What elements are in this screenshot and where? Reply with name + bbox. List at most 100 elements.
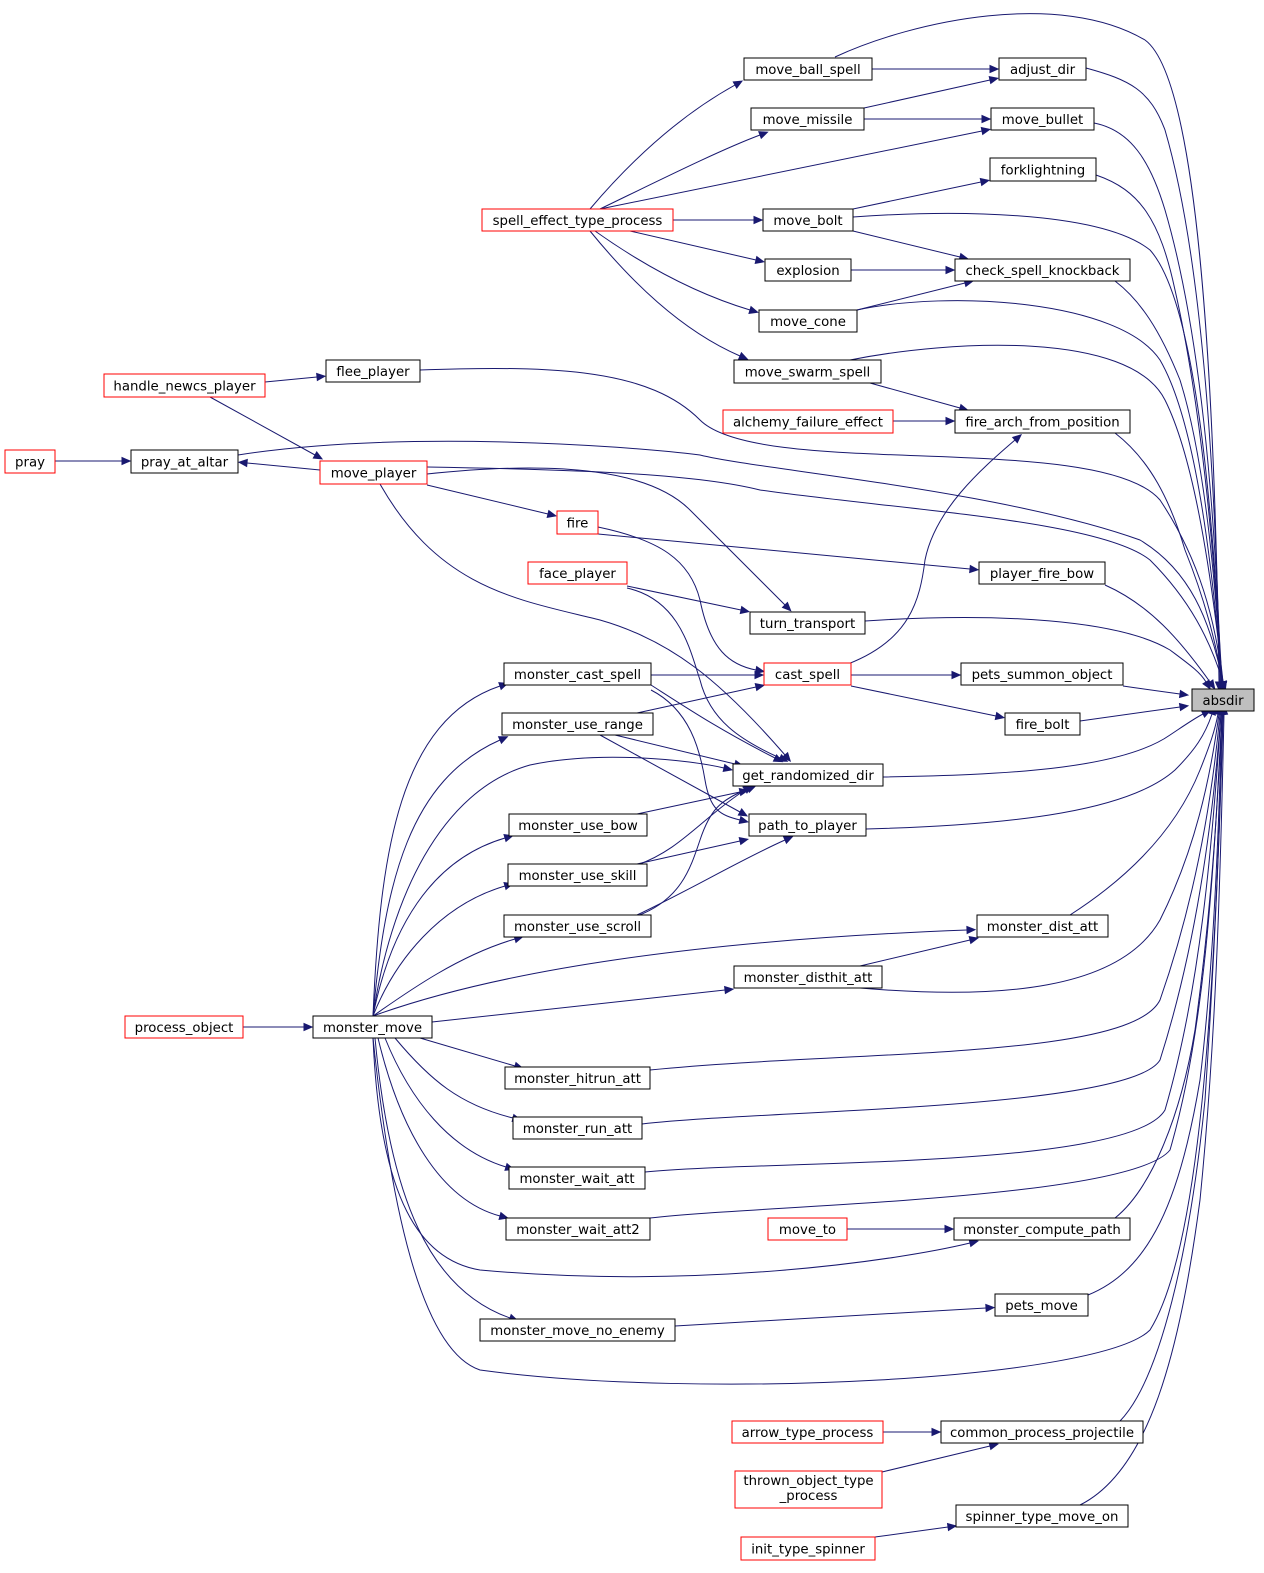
node-monster-hitrun-att[interactable]: monster_hitrun_att [504,1066,651,1090]
edge-process_object-to-monster_move [243,1022,314,1032]
node-forklightning[interactable]: forklightning [989,157,1097,182]
node-fire-arch-from-position[interactable]: fire_arch_from_position [954,409,1131,434]
node-path-to-player[interactable]: path_to_player [748,813,867,837]
node-monster-use-scroll[interactable]: monster_use_scroll [503,914,652,938]
node-monster-use-skill[interactable]: monster_use_skill [507,863,648,887]
node-box [733,359,882,384]
edge-move_cone-to-absdir [856,300,1227,692]
edge-monster_use_range-to-cast_spell [636,682,766,714]
edge-line [246,462,321,471]
node-explosion[interactable]: explosion [764,258,852,282]
node-move-cone[interactable]: move_cone [758,309,858,333]
node-box [501,712,654,736]
edge-monster_move_no_enemy-to-pets_move [674,1303,996,1327]
node-box [130,449,239,474]
edge-line [852,181,982,210]
edge-monster_cast_spell-to-cast_spell [651,670,765,680]
node-box [1191,688,1255,712]
node-box [990,107,1095,131]
node-adjust-dir[interactable]: adjust_dir [998,57,1087,81]
node-label: init_type_spinner [751,1542,865,1557]
node-label: pets_move [1005,1299,1078,1314]
node-turn-transport[interactable]: turn_transport [749,611,866,635]
node-box [1004,712,1081,736]
node-box [955,1504,1129,1528]
node-fire-bolt[interactable]: fire_bolt [1004,712,1081,736]
node-monster-wait-att[interactable]: monster_wait_att [508,1166,646,1190]
node-monster-use-bow[interactable]: monster_use_bow [508,813,648,837]
node-monster-move[interactable]: monster_move [312,1015,433,1039]
node-monster-dist-att[interactable]: monster_dist_att [976,914,1109,938]
node-alchemy-failure-effect[interactable]: alchemy_failure_effect [722,409,894,434]
node-monster-compute-path[interactable]: monster_compute_path [953,1217,1131,1241]
node-check-spell-knockback[interactable]: check_spell_knockback [954,258,1131,282]
edge-line [1122,685,1181,695]
edge-move_player-to-turn_transport [426,467,792,612]
arrowhead-icon [980,126,992,136]
node-monster-run-att[interactable]: monster_run_att [512,1116,643,1140]
node-layer: absdiradjust_dirmove_ball_spellmove_miss… [4,57,1255,1561]
node-label: move_player [331,466,417,481]
node-flee-player[interactable]: flee_player [325,359,421,383]
edge-line [426,484,549,515]
node-arrow-type-process[interactable]: arrow_type_process [731,1420,884,1444]
node-box [998,57,1087,81]
node-fire[interactable]: fire [556,510,599,535]
arrowhead-icon [753,215,764,225]
edge-line [859,713,1220,993]
node-move-player[interactable]: move_player [319,460,428,485]
node-move-to[interactable]: move_to [767,1217,848,1241]
node-monster-cast-spell[interactable]: monster_cast_spell [503,662,652,686]
edge-line [834,13,1220,683]
node-box [722,409,894,434]
node-monster-move-no-enemy[interactable]: monster_move_no_enemy [479,1318,676,1342]
arrowhead-icon [994,711,1006,721]
node-spell-effect-type-process[interactable]: spell_effect_type_process [481,208,674,232]
node-face-player[interactable]: face_player [527,561,628,585]
node-common-process-projectile[interactable]: common_process_projectile [940,1420,1144,1444]
node-get-randomized-dir[interactable]: get_randomized_dir [732,763,884,787]
node-process-object[interactable]: process_object [124,1015,244,1039]
arrowhead-icon [737,351,749,360]
edge-line [1087,713,1223,1296]
edge-line [881,1445,991,1473]
node-monster-use-range[interactable]: monster_use_range [501,712,654,736]
arrowhead-icon [1178,702,1190,712]
node-pets-summon-object[interactable]: pets_summon_object [960,662,1124,686]
node-box [731,1420,884,1444]
edge-line [419,367,1224,683]
edge-line [1079,706,1181,722]
edge-cast_spell-to-fire_bolt [850,685,1006,721]
node-pets-move[interactable]: pets_move [994,1293,1089,1317]
node-move-missile[interactable]: move_missile [750,107,865,131]
node-move-bolt[interactable]: move_bolt [762,208,854,232]
edge-move_swarm_spell-to-absdir [849,344,1228,692]
edge-line [849,344,1224,683]
node-pray-at-altar[interactable]: pray_at_altar [130,449,239,474]
edge-line [589,84,736,210]
node-spinner-type-move-on[interactable]: spinner_type_move_on [955,1504,1129,1528]
edge-monster_move-to-monster_disthit_att [431,985,735,1023]
node-pray[interactable]: pray [4,449,56,474]
node-move-swarm-spell[interactable]: move_swarm_spell [733,359,882,384]
node-move-bullet[interactable]: move_bullet [990,107,1095,131]
node-box [325,359,421,383]
node-label: path_to_player [758,819,857,834]
node-cast-spell[interactable]: cast_spell [763,662,852,686]
node-handle-newcs-player[interactable]: handle_newcs_player [103,373,266,398]
node-monster-disthit-att[interactable]: monster_disthit_att [733,965,883,989]
node-move-ball-spell[interactable]: move_ball_spell [743,57,873,81]
edge-line [1069,713,1219,916]
node-thrown-object-type-process[interactable]: thrown_object_type_process [734,1470,883,1509]
node-box [505,1217,651,1241]
edge-move_bolt-to-forklightning [852,177,991,210]
edge-line [869,382,961,409]
arrowhead-icon [945,265,956,275]
node-monster-wait-att2[interactable]: monster_wait_att2 [505,1217,651,1241]
edge-line [394,1037,514,1119]
node-init-type-spinner[interactable]: init_type_spinner [740,1536,876,1561]
edge-line [431,989,726,1023]
node-player-fire-bow[interactable]: player_fire_bow [978,561,1106,585]
edge-line [372,837,506,1017]
node-label: fire_arch_from_position [965,415,1119,430]
